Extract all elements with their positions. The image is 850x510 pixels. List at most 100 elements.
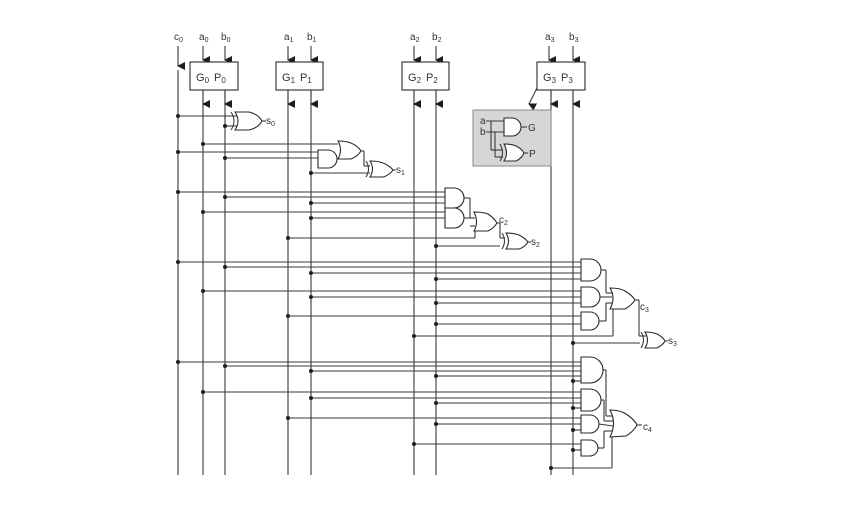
stage-s0: s0 xyxy=(176,111,275,131)
label-c2: c2 xyxy=(499,215,508,227)
junction-dot xyxy=(223,195,227,199)
legend-xor-curve xyxy=(499,143,504,162)
junction-dot xyxy=(549,466,553,470)
junction-dot xyxy=(412,334,416,338)
junction-dot xyxy=(201,289,205,293)
junction-dot xyxy=(571,406,575,410)
junction-dot xyxy=(571,448,575,452)
and-gate-c4b xyxy=(580,388,602,412)
junction-dot xyxy=(434,244,438,248)
input-labels: c0 a0 b0 a1 b1 a2 b2 a3 b3 xyxy=(174,32,579,44)
junction-dot xyxy=(176,260,180,264)
junction-dot xyxy=(223,156,227,160)
junction-dot xyxy=(309,201,313,205)
stage-c4: c4 xyxy=(176,356,652,470)
label-b2: b2 xyxy=(432,32,442,44)
and-gate-c4d xyxy=(580,439,599,457)
and-gate-c2a xyxy=(444,187,465,209)
label-c3: c3 xyxy=(640,302,649,314)
xor-gate-s3 xyxy=(644,331,666,349)
or-gate-c1 xyxy=(337,140,362,160)
junction-dot xyxy=(434,277,438,281)
junction-dot xyxy=(309,369,313,373)
input-arrows xyxy=(177,46,580,70)
junction-dot xyxy=(286,314,290,318)
and-gate-c3c xyxy=(580,311,600,331)
junction-dot xyxy=(176,360,180,364)
stage-s1: s1 xyxy=(176,140,405,178)
label-s3: s3 xyxy=(668,336,677,348)
or-gate-c2 xyxy=(473,211,498,232)
legend-and-gate xyxy=(503,117,522,137)
legend-pointer-arrow xyxy=(528,87,538,111)
junction-dot xyxy=(223,364,227,368)
junction-dot xyxy=(434,322,438,326)
label-s0: s0 xyxy=(266,116,275,128)
wire xyxy=(598,423,614,427)
xor-gate-s2-curve xyxy=(501,232,506,250)
junction-dot xyxy=(571,379,575,383)
legend-label-p: P xyxy=(529,149,536,160)
xor-gate-s3-curve xyxy=(640,331,645,349)
junction-dot xyxy=(286,236,290,240)
junction-dot xyxy=(286,416,290,420)
junction-dot xyxy=(434,374,438,378)
junction-dot xyxy=(309,295,313,299)
xor-gate-s2 xyxy=(505,232,529,250)
label-a3: a3 xyxy=(545,32,555,44)
label-c0: c0 xyxy=(174,32,183,44)
junction-dot xyxy=(309,216,313,220)
and-gate-c3a xyxy=(580,258,602,282)
and-gate-c4c xyxy=(580,414,600,434)
and-gate-c4a xyxy=(580,356,604,384)
junction-dot xyxy=(201,142,205,146)
junction-dot xyxy=(176,150,180,154)
junction-dot xyxy=(412,442,416,446)
junction-dot xyxy=(309,396,313,400)
junction-dot xyxy=(571,428,575,432)
xor-gate-s0-curve xyxy=(230,111,235,131)
junction-dot xyxy=(223,124,227,128)
label-s2: s2 xyxy=(531,237,540,249)
junction-dot xyxy=(434,301,438,305)
junction-dot xyxy=(309,271,313,275)
and-gate-c2b xyxy=(444,207,465,229)
label-s1: s1 xyxy=(396,165,405,177)
xor-gate-s0 xyxy=(233,111,263,131)
label-b0: b0 xyxy=(221,32,231,44)
stage-c2-s2: c2 s2 xyxy=(176,187,540,250)
label-a1: a1 xyxy=(284,32,294,44)
xor-gate-s1-curve xyxy=(365,160,370,178)
junction-dot xyxy=(434,422,438,426)
legend-label-g: G xyxy=(528,123,536,134)
junction-dot xyxy=(223,265,227,269)
legend-label-b: b xyxy=(480,127,486,138)
legend-label-a: a xyxy=(480,116,486,127)
or-gate-c3 xyxy=(609,287,636,310)
label-b1: b1 xyxy=(307,32,317,44)
gp-block-3 xyxy=(536,61,586,91)
legend-xor-gate xyxy=(503,143,525,162)
junction-dot xyxy=(571,341,575,345)
label-b3: b3 xyxy=(569,32,579,44)
and-gate-c3b xyxy=(580,286,601,308)
label-a2: a2 xyxy=(410,32,420,44)
junction-dot xyxy=(434,401,438,405)
xor-gate-s1 xyxy=(369,160,394,178)
junction-dot xyxy=(201,210,205,214)
stage-c3-s3: c3 s3 xyxy=(176,258,677,349)
junction-dot xyxy=(176,190,180,194)
gp-block-0 xyxy=(189,61,239,91)
label-c4: c4 xyxy=(643,422,652,434)
junction-dot xyxy=(201,390,205,394)
legend-box: a b G P xyxy=(472,87,552,167)
junction-dot xyxy=(309,171,313,175)
gp-block-2 xyxy=(401,61,450,91)
